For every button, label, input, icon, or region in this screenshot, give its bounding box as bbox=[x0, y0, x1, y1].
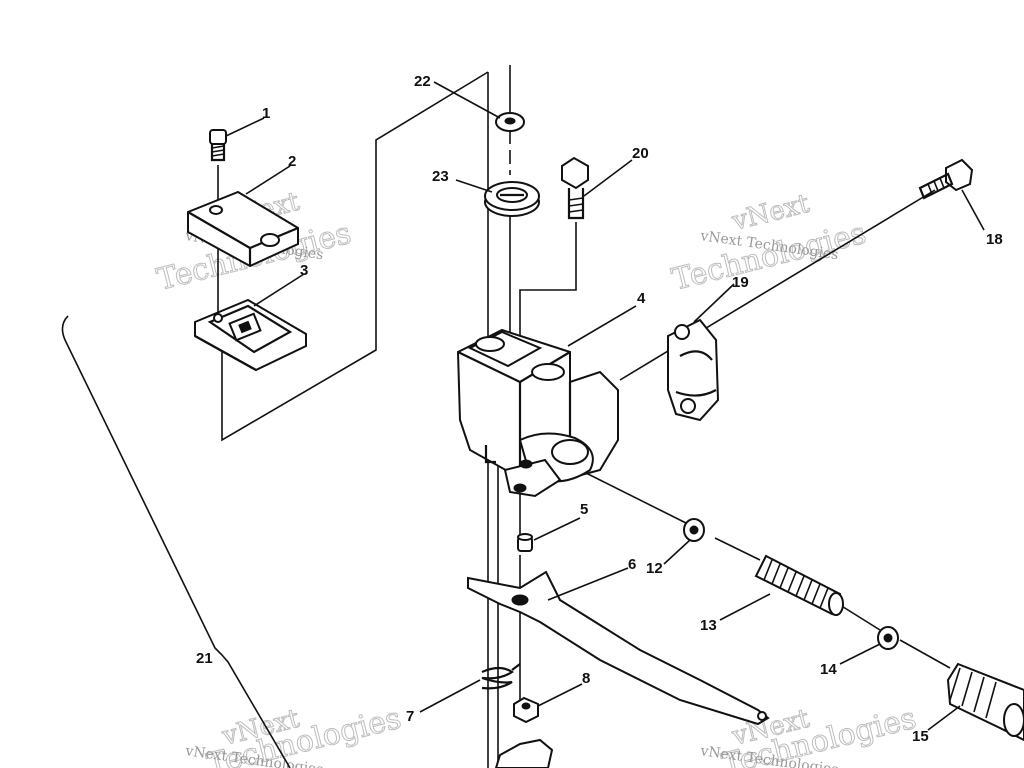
part-4-master-cylinder bbox=[456, 328, 619, 498]
part-22-washer bbox=[495, 112, 525, 132]
label-14: 14 bbox=[820, 661, 837, 678]
watermark-top-right: vNext Technologies vNext Technologies bbox=[668, 188, 870, 298]
part-20-bolt bbox=[561, 156, 589, 220]
label-8: 8 bbox=[582, 670, 590, 687]
callout-labels: 1 2 3 22 23 20 4 19 18 5 6 12 13 14 15 8… bbox=[196, 73, 1003, 745]
part-15-boot bbox=[946, 662, 1024, 742]
label-4: 4 bbox=[637, 290, 646, 307]
label-19: 19 bbox=[732, 274, 749, 291]
label-7: 7 bbox=[406, 708, 414, 725]
part-2-reservoir-cover bbox=[187, 190, 299, 268]
label-13: 13 bbox=[700, 617, 717, 634]
part-8-nut bbox=[513, 696, 539, 724]
label-3: 3 bbox=[300, 262, 308, 279]
part-19-clamp bbox=[667, 318, 720, 422]
label-6: 6 bbox=[628, 556, 636, 573]
leader-lines bbox=[225, 81, 985, 731]
label-21: 21 bbox=[196, 650, 213, 667]
part-bottom-fragment bbox=[494, 738, 554, 768]
label-5: 5 bbox=[580, 501, 588, 518]
watermark-bottom-left: vNext Technologies vNext Technologies bbox=[183, 700, 405, 768]
label-20: 20 bbox=[632, 145, 649, 162]
part-1-screw bbox=[209, 129, 227, 162]
label-1: 1 bbox=[262, 105, 270, 122]
part-6-lever bbox=[467, 570, 770, 726]
label-18: 18 bbox=[986, 231, 1003, 248]
part-13-spring bbox=[754, 554, 844, 616]
part-5-bushing bbox=[517, 533, 533, 552]
label-23: 23 bbox=[432, 168, 449, 185]
svg-text:vNext: vNext bbox=[728, 189, 812, 237]
part-23-cap bbox=[484, 181, 540, 217]
label-2: 2 bbox=[288, 153, 296, 170]
part-3-diaphragm bbox=[194, 298, 307, 372]
part-18-pivot-bolt bbox=[918, 158, 974, 200]
part-21-bracket-line bbox=[61, 315, 291, 768]
part-14-washer bbox=[877, 626, 899, 650]
label-22: 22 bbox=[414, 73, 431, 90]
label-12: 12 bbox=[646, 560, 663, 577]
label-15: 15 bbox=[912, 728, 929, 745]
part-7-spring bbox=[481, 663, 521, 690]
part-12-washer bbox=[683, 518, 705, 542]
